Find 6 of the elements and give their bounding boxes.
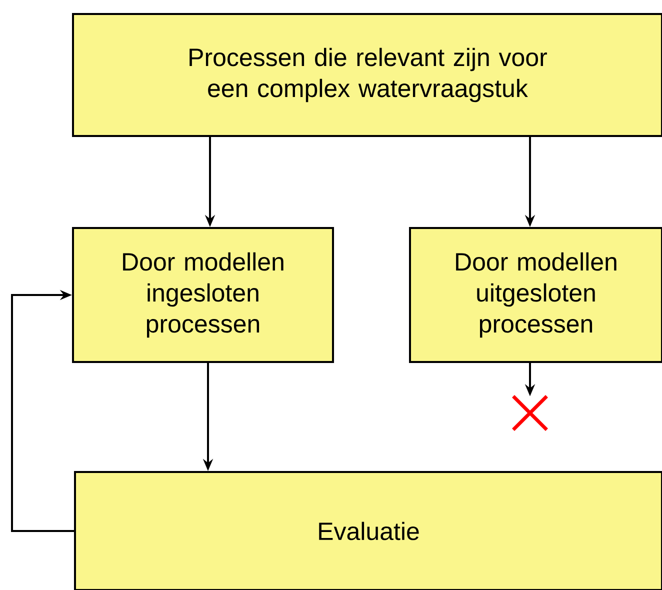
cross-mark xyxy=(512,394,548,432)
arrow xyxy=(11,290,74,532)
process-box: Processen die relevant zijn voor een complex watervraagstuk xyxy=(72,13,662,137)
process-box: Door modellen uitgesloten processen xyxy=(409,227,662,363)
process-box: Evaluatie xyxy=(74,471,662,590)
process-box: Door modellen ingesloten processen xyxy=(72,227,334,363)
